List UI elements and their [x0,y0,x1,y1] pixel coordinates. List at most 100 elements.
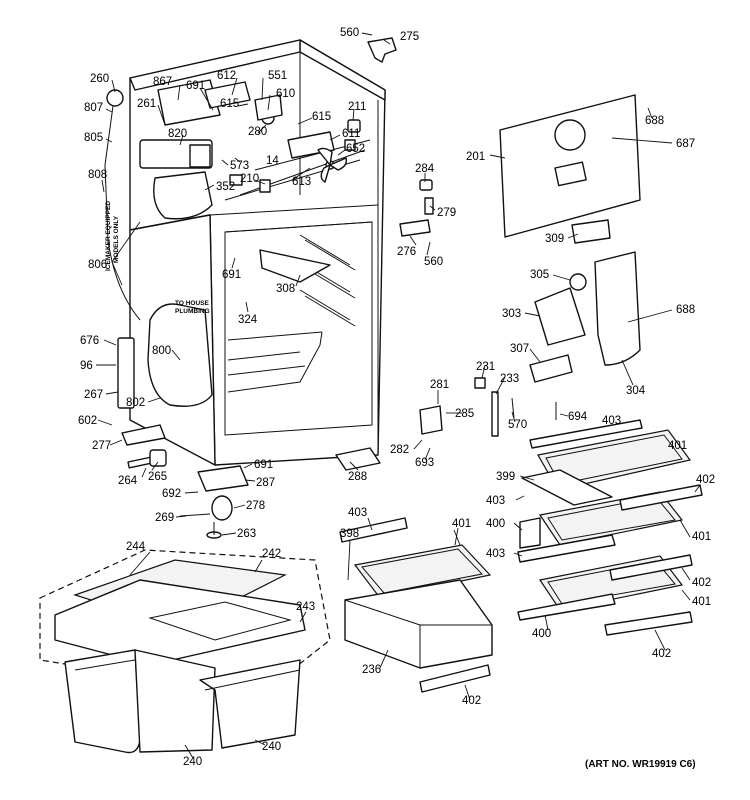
label-610: 610 [276,88,295,100]
hinge-parts [117,179,557,539]
label-808: 808 [88,169,107,181]
label-401d: 401 [692,596,711,608]
label-282: 282 [390,444,409,456]
label-402: 402 [696,474,715,486]
art-number: (ART NO. WR19919 C6) [585,759,696,770]
icemaker-note: ICEMAKER EQUIPPED MODELS ONLY [105,201,120,271]
label-398: 398 [340,528,359,540]
label-560: 560 [340,27,359,39]
label-309: 309 [545,233,564,245]
label-401: 401 [668,440,687,452]
label-287: 287 [256,477,275,489]
label-211: 211 [348,101,366,113]
evaporator-cover [499,94,641,244]
label-652: 652 [346,143,365,155]
label-400: 400 [486,518,505,530]
label-401c: 401 [452,518,471,530]
label-277: 277 [92,440,111,452]
label-324: 324 [238,314,258,326]
label-800: 800 [152,345,171,357]
label-687: 687 [676,138,695,150]
plumbing-note: TO HOUSE PLUMBING [175,300,210,315]
label-275: 275 [400,31,419,43]
plumbing-note-line1: TO HOUSE [175,300,209,307]
crisper-shelf [339,517,493,693]
label-243: 243 [296,601,315,613]
label-288: 288 [348,471,367,483]
label-269: 269 [155,512,174,524]
icemaker-note-line1: ICEMAKER EQUIPPED [105,201,112,271]
label-242: 242 [262,548,281,560]
label-615: 615 [220,98,239,110]
label-805: 805 [84,132,103,144]
label-676: 676 [80,335,99,347]
label-613: 613 [292,176,311,188]
label-96: 96 [80,360,93,372]
label-305: 305 [530,269,549,281]
label-692: 692 [162,488,181,500]
shelves-right [517,419,703,636]
label-308: 308 [276,283,295,295]
label-403d: 403 [348,507,367,519]
label-820: 820 [168,128,187,140]
label-612: 612 [217,70,236,82]
label-276: 276 [397,246,416,258]
label-399: 399 [496,471,515,483]
label-402d: 402 [462,695,481,707]
label-264: 264 [118,475,138,487]
label-401b: 401 [692,531,711,543]
label-403: 403 [602,415,621,427]
label-280: 280 [248,126,267,138]
leader-lines [96,32,701,759]
label-240: 240 [183,756,202,768]
label-260: 260 [90,73,109,85]
air-duct [529,251,641,383]
label-691b: 691 [222,269,241,281]
label-240b: 240 [262,741,281,753]
label-278: 278 [246,500,265,512]
label-402b: 402 [692,577,711,589]
callout-labels: 560 275 260 867 691 612 551 615 610 807 … [78,27,715,768]
label-231: 231 [476,361,495,373]
label-261: 261 [137,98,156,110]
icemaker-assembly [104,37,397,321]
label-688: 688 [645,115,664,127]
label-267: 267 [84,389,103,401]
label-263: 263 [237,528,256,540]
label-402c: 402 [652,648,671,660]
label-233: 233 [500,373,519,385]
label-303: 303 [502,308,521,320]
label-602: 602 [78,415,97,427]
label-615b: 615 [312,111,331,123]
pan-assembly [39,549,331,754]
label-352: 352 [216,181,235,193]
label-802: 802 [126,397,145,409]
label-244: 244 [126,541,146,553]
label-304: 304 [626,385,646,397]
label-307: 307 [510,343,529,355]
label-400b: 400 [532,628,551,640]
label-279: 279 [437,207,456,219]
label-570: 570 [508,419,527,431]
label-201: 201 [466,151,485,163]
label-285: 285 [455,408,474,420]
fan-blade [317,147,348,183]
label-807: 807 [84,102,103,114]
label-14: 14 [266,155,279,167]
label-560b: 560 [424,256,443,268]
label-573: 573 [230,160,249,172]
label-806: 806 [88,259,107,271]
label-694: 694 [568,411,588,423]
label-210: 210 [240,173,259,185]
plumbing-note-line2: PLUMBING [175,308,210,315]
label-403c: 403 [486,548,505,560]
label-236: 236 [362,664,381,676]
label-691: 691 [186,80,205,92]
label-403b: 403 [486,495,505,507]
label-688b: 688 [676,304,695,316]
label-691c: 691 [254,459,273,471]
label-693: 693 [415,457,434,469]
label-551: 551 [268,70,287,82]
icemaker-note-line2: MODELS ONLY [113,215,120,263]
